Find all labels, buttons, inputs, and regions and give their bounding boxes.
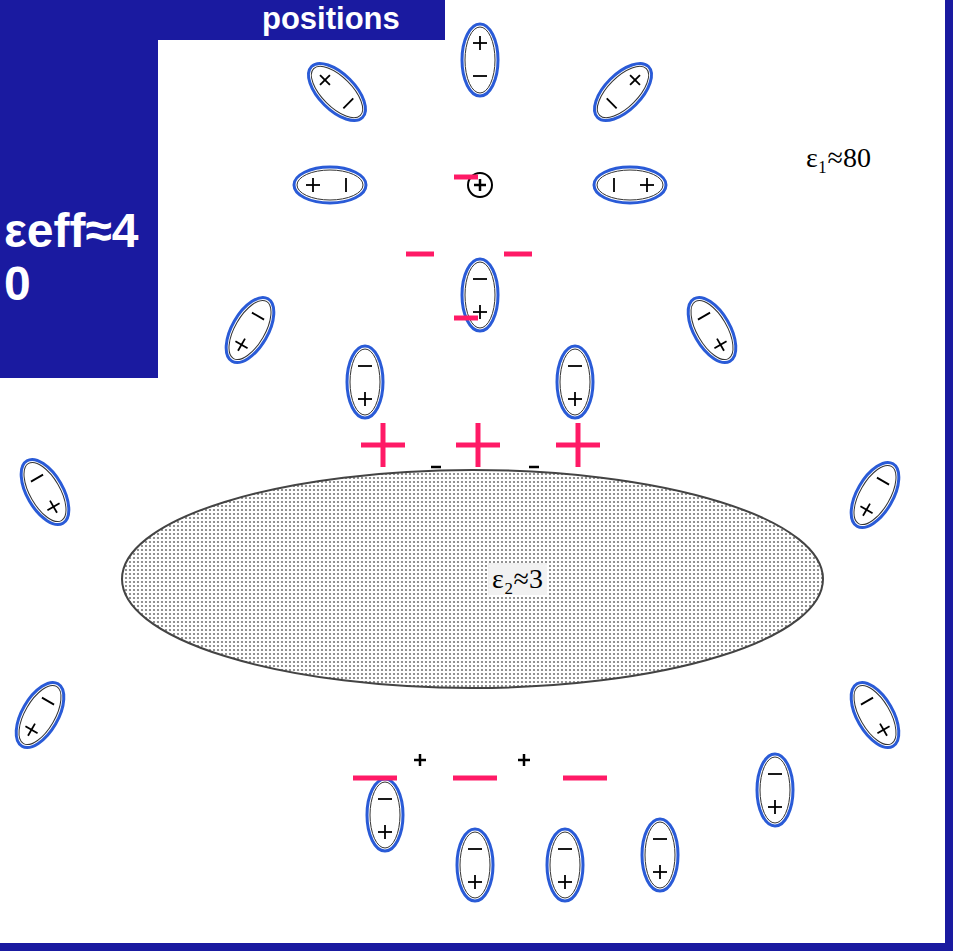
charge-mark (453, 778, 497, 779)
dipole-symbol (6, 675, 73, 755)
dipole-symbol (462, 24, 498, 96)
dipole-group (6, 24, 908, 901)
charge-mark (414, 754, 426, 766)
slide-ground (0, 0, 445, 40)
charge-mark (431, 467, 441, 468)
charge-mark (361, 423, 405, 467)
charge-mark (456, 423, 500, 467)
slide-ground (0, 0, 158, 378)
dipole-symbol (547, 829, 583, 901)
dipole-symbol (585, 54, 661, 130)
charge-mark (454, 318, 478, 319)
dipole-symbol (294, 167, 366, 203)
dipole-symbol (594, 167, 666, 203)
effective-permittivity: εeff≈40 (4, 205, 154, 311)
dipole-symbol (347, 346, 383, 418)
charge-mark (353, 778, 397, 779)
charge-mark (556, 423, 600, 467)
dipole-symbol (678, 290, 745, 370)
dielectric-body: ε₂≈3 (120, 468, 825, 690)
permittivity-label: ε₁≈80 (806, 143, 871, 174)
ellipse-outline (120, 468, 825, 690)
charge-mark (529, 467, 539, 468)
charge-mark (563, 778, 607, 779)
dipole-symbol (457, 829, 493, 901)
dipole-symbol (841, 675, 908, 755)
slide-heading: positions (262, 2, 400, 36)
charge-mark (454, 177, 478, 178)
dipole-symbol (841, 455, 908, 535)
dipole-symbol (11, 452, 78, 532)
charge-mark (518, 754, 530, 766)
dipole-symbol (757, 754, 793, 826)
dipole-symbol (216, 290, 283, 370)
permittivity-label: ε₂≈3 (488, 563, 547, 595)
dipole-symbol (367, 779, 403, 851)
dipole-symbol (299, 54, 375, 130)
charge-mark (504, 254, 532, 255)
dipole-symbol (557, 346, 593, 418)
charge-mark (406, 254, 434, 255)
dipole-symbol (642, 819, 678, 891)
